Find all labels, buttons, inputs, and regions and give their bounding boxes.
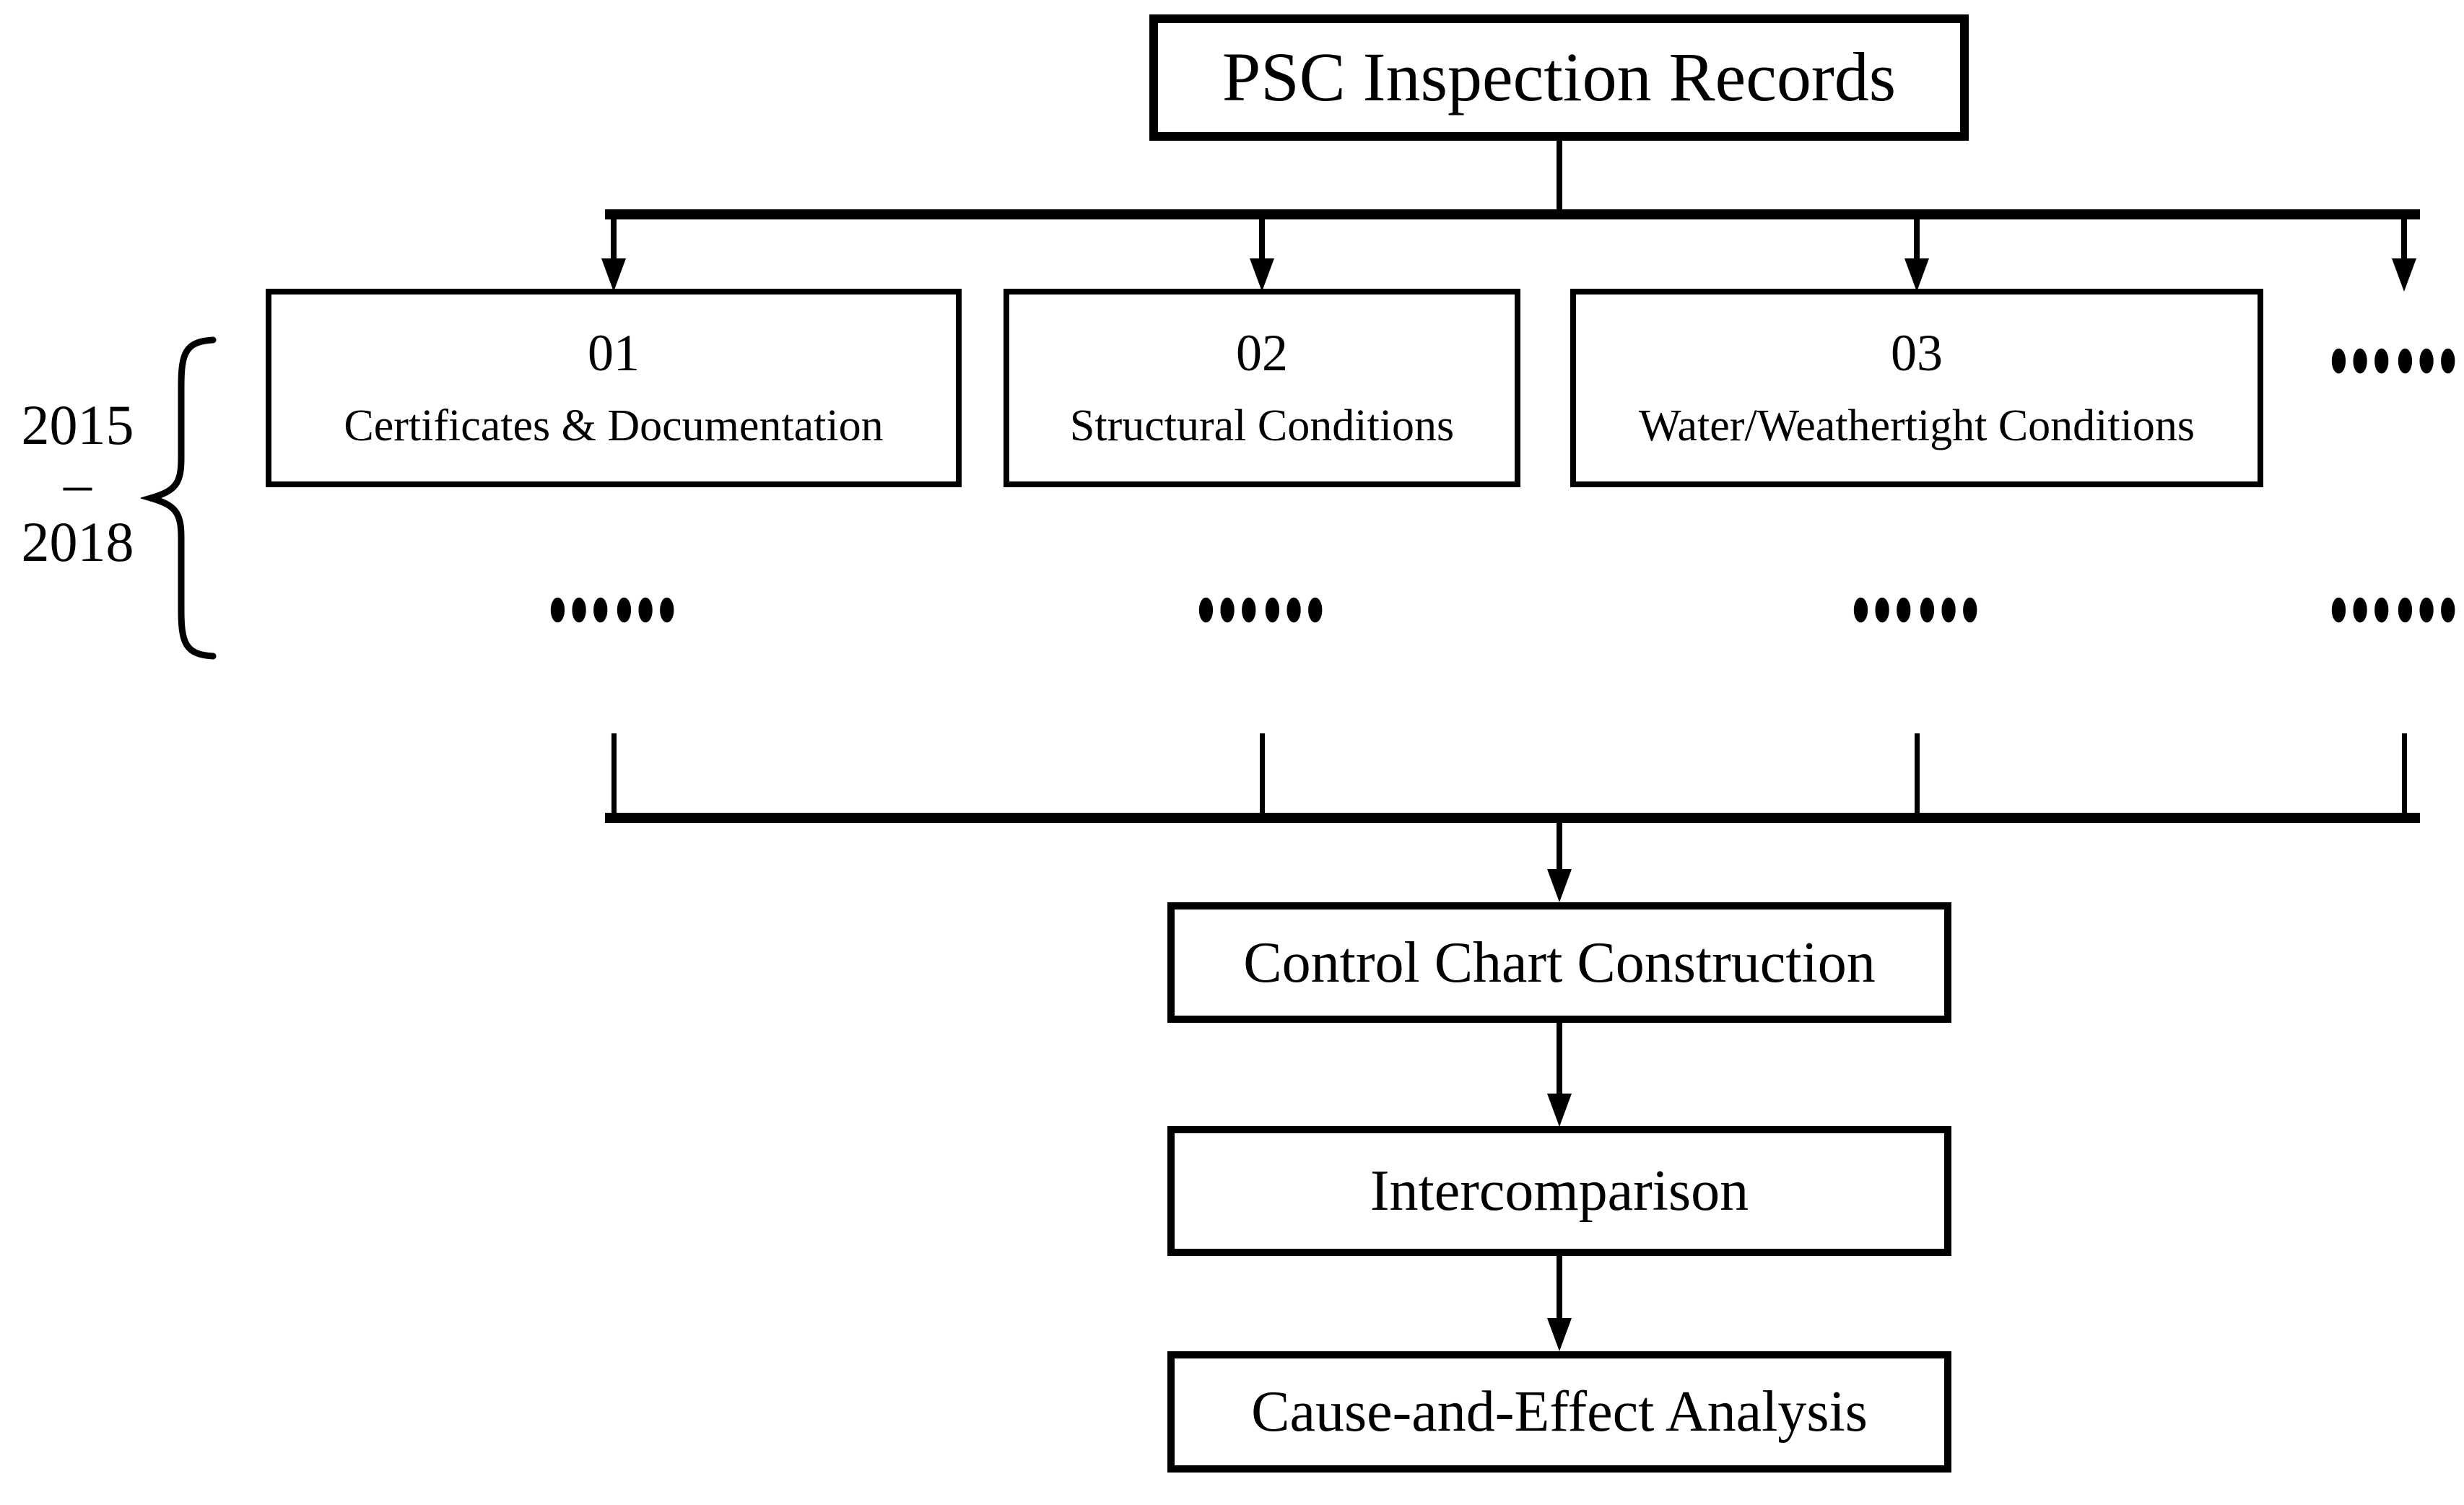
psc-inspection-records-box: PSC Inspection Records <box>1149 14 1969 141</box>
branch-label: Water/Weathertight Conditions <box>1638 401 2195 450</box>
arrowhead-down-icon <box>1250 258 1274 292</box>
branch-label: Certificates & Documentation <box>344 401 884 450</box>
collector-line <box>611 733 617 817</box>
arrowhead-down-icon <box>1904 258 1929 292</box>
arrowhead-down-icon <box>1547 1318 1572 1351</box>
flow-arrow-stem <box>1557 1256 1562 1319</box>
arrowhead-down-icon <box>2392 258 2416 292</box>
connector-stub <box>1557 141 1562 211</box>
flow-arrow-stem <box>2401 219 2407 260</box>
control-chart-construction-box: Control Chart Construction <box>1167 902 1951 1023</box>
ellipsis-dots: …… <box>2327 518 2461 644</box>
branch-box-01: 01 Certificates & Documentation <box>266 289 962 487</box>
flow-arrow-stem <box>1557 1023 1562 1095</box>
period-label: 2015 – 2018 <box>14 396 141 571</box>
period-start-year: 2015 <box>21 393 134 456</box>
psc-inspection-records-label: PSC Inspection Records <box>1222 38 1897 116</box>
ellipsis-dots: …… <box>1849 518 1983 644</box>
collector-line <box>1915 733 1920 817</box>
collector-line <box>1260 733 1265 817</box>
curly-brace-icon <box>141 336 217 660</box>
flow-step-label: Control Chart Construction <box>1243 930 1876 995</box>
ellipsis-dots: …… <box>1194 518 1328 644</box>
cause-and-effect-analysis-box: Cause-and-Effect Analysis <box>1167 1351 1951 1473</box>
collector-line <box>2402 733 2407 817</box>
branch-box-02: 02 Structural Conditions <box>1004 289 1520 487</box>
flow-arrow-stem <box>1557 823 1562 869</box>
collector-bar <box>605 813 2420 823</box>
flow-arrow-stem <box>1259 219 1265 260</box>
period-separator: – <box>64 452 92 515</box>
distribution-bar <box>605 209 2420 219</box>
branch-box-03: 03 Water/Weathertight Conditions <box>1570 289 2263 487</box>
flow-step-label: Cause-and-Effect Analysis <box>1251 1380 1868 1444</box>
arrowhead-down-icon <box>1547 869 1572 902</box>
arrowhead-down-icon <box>1547 1094 1572 1127</box>
ellipsis-dots: …… <box>546 518 680 644</box>
flow-arrow-stem <box>611 219 617 260</box>
flow-step-label: Intercomparison <box>1370 1159 1749 1223</box>
arrowhead-down-icon <box>601 258 626 292</box>
branch-code: 03 <box>1891 324 1943 383</box>
flow-arrow-stem <box>1914 219 1920 260</box>
branch-label: Structural Conditions <box>1069 401 1455 450</box>
ellipsis-dots: …… <box>2327 269 2461 395</box>
intercomparison-box: Intercomparison <box>1167 1126 1951 1256</box>
branch-code: 02 <box>1236 324 1288 383</box>
branch-code: 01 <box>588 324 640 383</box>
period-end-year: 2018 <box>21 510 134 573</box>
